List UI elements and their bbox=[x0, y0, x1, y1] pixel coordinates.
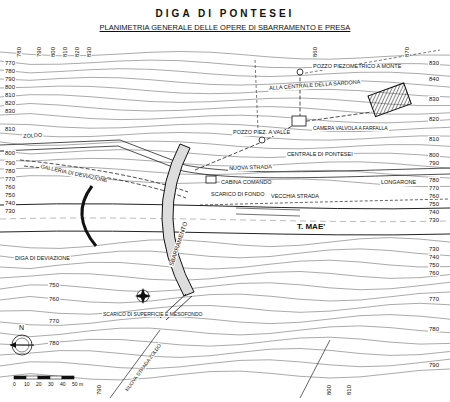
contour-line bbox=[0, 326, 450, 337]
map-label: 760 bbox=[4, 184, 16, 190]
map-label: 860 bbox=[312, 46, 318, 58]
contour-line bbox=[0, 359, 450, 369]
contour-line bbox=[0, 369, 450, 380]
map-label: 790 bbox=[428, 160, 440, 166]
map-label: 830 bbox=[428, 60, 440, 66]
map-label: 730 bbox=[428, 217, 440, 223]
map-label: 820 bbox=[4, 100, 16, 106]
map-label: VECCHIA STRADA bbox=[270, 194, 320, 200]
map-label: 740 bbox=[428, 254, 440, 260]
map-label: 810 bbox=[4, 126, 16, 132]
map-title: DIGA DI PONTESEI bbox=[0, 8, 450, 19]
contour-line bbox=[0, 238, 450, 249]
map-label: 730 bbox=[428, 246, 440, 252]
contour-line bbox=[0, 272, 450, 281]
map-label: 740 bbox=[428, 209, 440, 215]
map-label: 760 bbox=[428, 193, 440, 199]
map-label: 750 bbox=[4, 192, 16, 198]
map-label: 770 bbox=[428, 296, 440, 302]
map-label: 830 bbox=[86, 46, 92, 58]
contour-line bbox=[0, 349, 450, 358]
map-label: 800 bbox=[50, 46, 56, 58]
contour-line bbox=[0, 260, 450, 269]
map-label: 750 bbox=[428, 201, 440, 207]
map-label: 760 bbox=[428, 270, 440, 276]
map-label: 810 bbox=[428, 136, 440, 142]
map-label: 870 bbox=[404, 46, 410, 58]
contour-line bbox=[0, 176, 450, 187]
map-label: 780 bbox=[4, 168, 16, 174]
map-label: 790 bbox=[4, 160, 16, 166]
map-label: 800 bbox=[326, 384, 332, 396]
map-label: 810 bbox=[4, 92, 16, 98]
map-label: 780 bbox=[428, 326, 440, 332]
contour-line bbox=[0, 337, 450, 346]
map-label: 830 bbox=[428, 96, 440, 102]
map-label: 780 bbox=[48, 340, 60, 346]
map-label: 790 bbox=[36, 46, 42, 58]
map-label: SCARICO DI SUPERFICIE E MESOFONDO bbox=[102, 312, 203, 317]
map-label: 810 bbox=[62, 46, 68, 58]
map-label: 770 bbox=[4, 60, 16, 66]
contour-line bbox=[0, 282, 450, 291]
map-label: 40 bbox=[59, 382, 67, 387]
map-label: T. MAE' bbox=[296, 223, 326, 231]
map-label: 750 bbox=[48, 282, 60, 288]
map-label: ZOLDO bbox=[22, 133, 43, 140]
map-label: POZZO PIEZ. A VALLE bbox=[232, 130, 291, 136]
contour-line bbox=[0, 315, 450, 326]
contour-line bbox=[0, 114, 450, 123]
map-label: 770 bbox=[48, 318, 60, 324]
map-label: 790 bbox=[4, 76, 16, 82]
map-label: 750 bbox=[428, 262, 440, 268]
map-label: NUOVA STRADA ZOLDO bbox=[124, 342, 163, 393]
map-label: SCARICO DI FONDO bbox=[210, 192, 265, 198]
map-label: 770 bbox=[428, 185, 440, 191]
map-label: 780 bbox=[16, 46, 22, 58]
map-label: POZZO PIEZOMETRICO A MONTE bbox=[312, 64, 402, 70]
contour-line bbox=[0, 77, 450, 87]
map-label: DIGA DI DEVIAZIONE bbox=[14, 256, 71, 262]
map-label: 800 bbox=[4, 84, 16, 90]
map-label: 810 bbox=[346, 384, 352, 396]
map-label: 50 m bbox=[71, 382, 84, 387]
contour-line bbox=[0, 133, 450, 141]
map-label: 780 bbox=[4, 68, 16, 74]
map-label: 830 bbox=[4, 108, 16, 114]
map-label: PLANIMETRIA GENERALE DELLE OPERE DI SBAR… bbox=[99, 24, 352, 32]
map-label: 820 bbox=[428, 116, 440, 122]
map-label: 840 bbox=[428, 76, 440, 82]
map-label: 0 bbox=[12, 382, 17, 387]
map-label: CENTRALE DI PONTESEI bbox=[286, 152, 354, 158]
contour-line bbox=[0, 158, 450, 168]
map-label: 20 bbox=[35, 382, 43, 387]
map-label: 780 bbox=[428, 177, 440, 183]
map-label: CABINA COMANDO bbox=[220, 180, 272, 186]
contour-line bbox=[0, 124, 450, 132]
contour-line bbox=[0, 69, 450, 77]
contour-line bbox=[0, 150, 450, 158]
map-label: 30 bbox=[47, 382, 55, 387]
map-label: 800 bbox=[4, 150, 16, 156]
map-label: N bbox=[18, 324, 25, 331]
map-label: 790 bbox=[428, 362, 440, 368]
map-label: 770 bbox=[4, 176, 16, 182]
map-label: LONGARONE bbox=[380, 180, 417, 186]
map-label: 730 bbox=[4, 208, 16, 214]
map-label: 790 bbox=[96, 384, 102, 396]
map-label: 10 bbox=[23, 382, 31, 387]
map-label: 800 bbox=[428, 152, 440, 158]
map-label: 740 bbox=[4, 200, 16, 206]
contour-line bbox=[0, 303, 450, 314]
map-label: NUOVA STRADA bbox=[228, 164, 273, 171]
map-label: 820 bbox=[74, 46, 80, 58]
contour-line bbox=[0, 292, 450, 303]
map-label: 760 bbox=[48, 296, 60, 302]
map-label: CAMERA VALVOLA A FARFALLA bbox=[312, 126, 389, 131]
